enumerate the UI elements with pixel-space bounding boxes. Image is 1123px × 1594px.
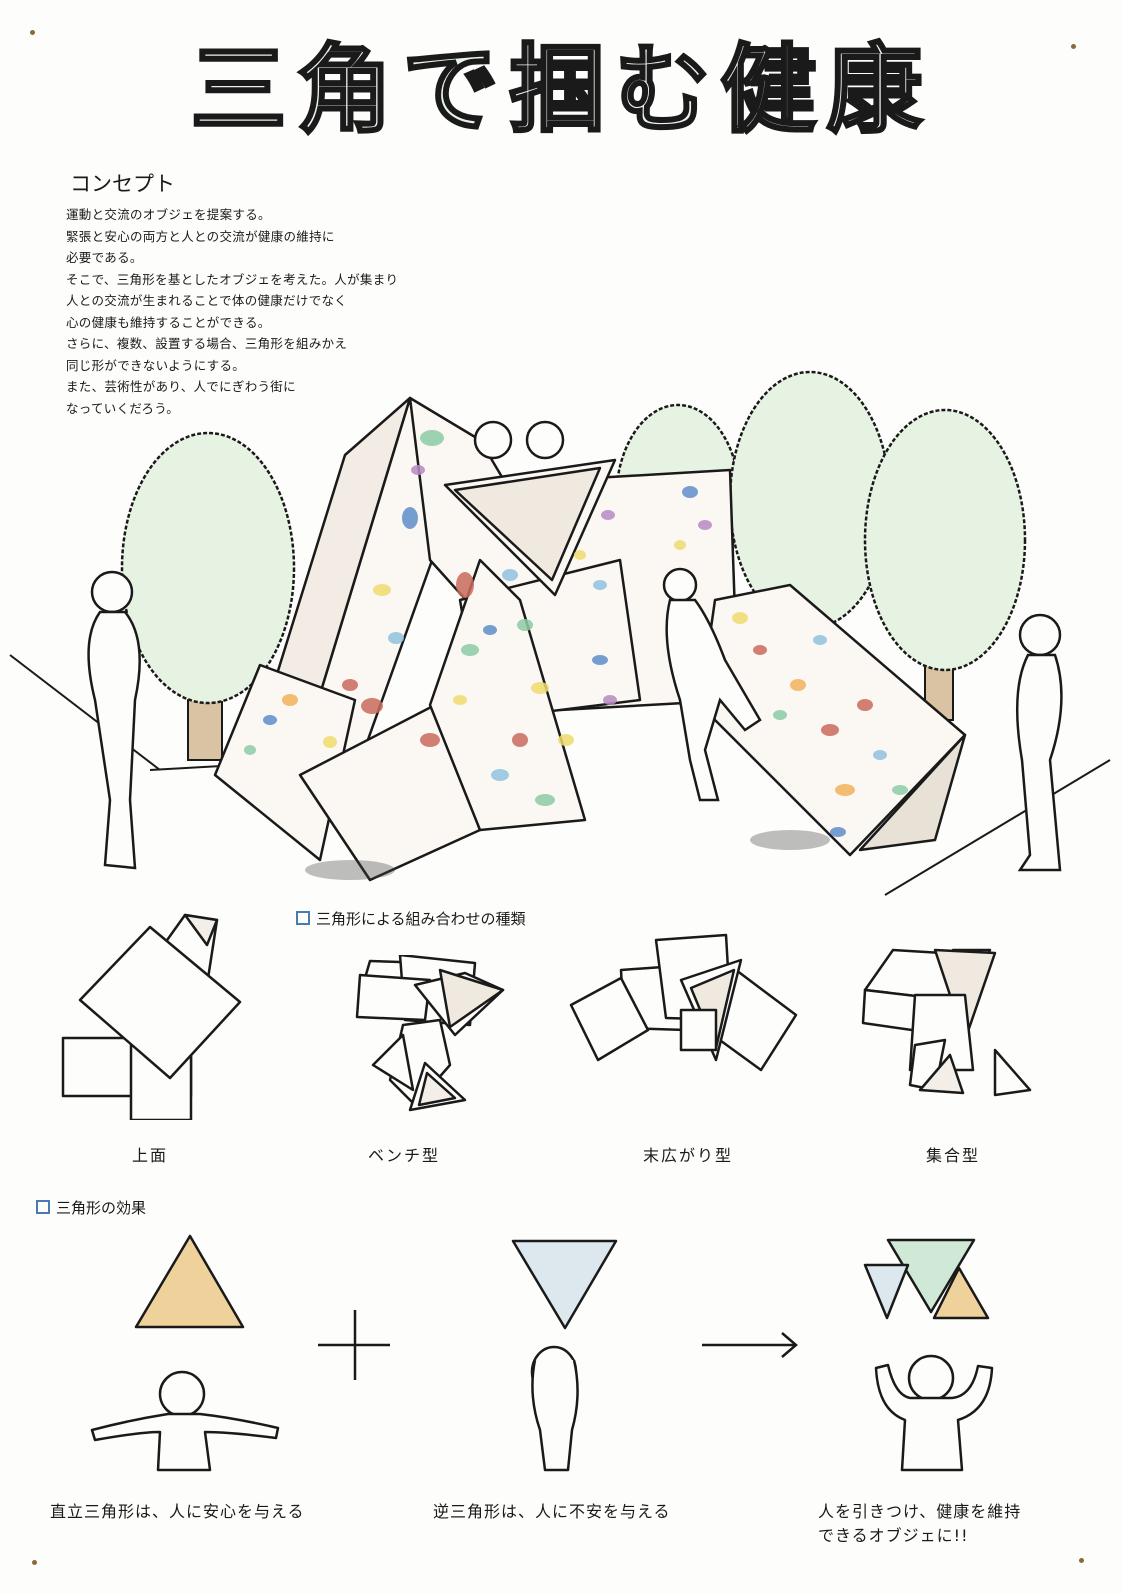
concept-text: 運動と交流のオブジェを提案する。 緊張と安心の両方と人との交流が健康の維持に 必… (66, 204, 406, 419)
effects-heading: 三角形の効果 (36, 1197, 146, 1218)
combined-triangles (863, 1238, 990, 1320)
person-figure-icon (87, 420, 1063, 872)
pin-dot (30, 30, 35, 35)
combo-cluster (861, 948, 1032, 1097)
upright-triangle (134, 1234, 245, 1329)
heading-marker (36, 1200, 50, 1214)
concept-line: 必要である。 (66, 250, 143, 265)
combinations-heading: 三角形による組み合わせの種類 (296, 908, 526, 929)
poster-title: 三角で掴む健康 (189, 33, 933, 148)
effect-caption-upright: 直立三角形は、人に安心を与える (50, 1502, 305, 1521)
tree-icon (120, 431, 296, 761)
concept-line: そこで、三角形を基としたオブジェを考えた。人が集まり (66, 271, 399, 287)
concept-line: 心の健康も維持することができる。 (66, 314, 271, 330)
pin-dot (1079, 1558, 1084, 1563)
combo-bench (355, 955, 505, 1112)
effect-caption-result-2: できるオブジェに!! (818, 1526, 969, 1545)
pin-dot (32, 1560, 37, 1565)
effects-heading-text: 三角形の効果 (56, 1199, 147, 1217)
effect-caption-inverted: 逆三角形は、人に不安を与える (433, 1502, 671, 1521)
pin-dot (1071, 44, 1076, 49)
tree-icon (728, 370, 1027, 721)
effect-caption-result: 人を引きつけ、健康を維持 (818, 1502, 1022, 1521)
concept-heading: コンセプト (70, 172, 175, 196)
concept-line: 運動と交流のオブジェを提案する。 (66, 207, 271, 222)
concept-line: 同じ形ができないようにする。 (66, 357, 246, 373)
heading-marker (296, 911, 310, 925)
climbing-object-illustration (9, 370, 1111, 896)
combo-spread (569, 933, 798, 1072)
concept-line: また、芸術性があり、人でにぎわう街に (66, 379, 296, 394)
concept-line: 緊張と安心の両方と人との交流が健康の維持に (66, 228, 335, 244)
person-figure-icon (90, 1345, 994, 1472)
combinations-heading-text: 三角形による組み合わせの種類 (316, 910, 526, 928)
concept-line: さらに、複数、設置する場合、三角形を組みかえ (66, 336, 348, 351)
combo-caption: 集合型 (926, 1146, 981, 1165)
combo-caption: ベンチ型 (368, 1146, 441, 1165)
arrow-right-icon (702, 1332, 798, 1358)
combo-caption: 末広がり型 (643, 1146, 734, 1165)
concept-line: なっていくだろう。 (66, 400, 180, 416)
effects-diagram (90, 1234, 994, 1472)
combo-top-view (61, 913, 242, 1120)
plus-icon (318, 1310, 390, 1380)
concept-line: 人との交流が生まれることで体の健康だけでなく (66, 293, 348, 308)
inverted-triangle (511, 1239, 618, 1330)
combo-caption: 上面 (132, 1146, 169, 1165)
